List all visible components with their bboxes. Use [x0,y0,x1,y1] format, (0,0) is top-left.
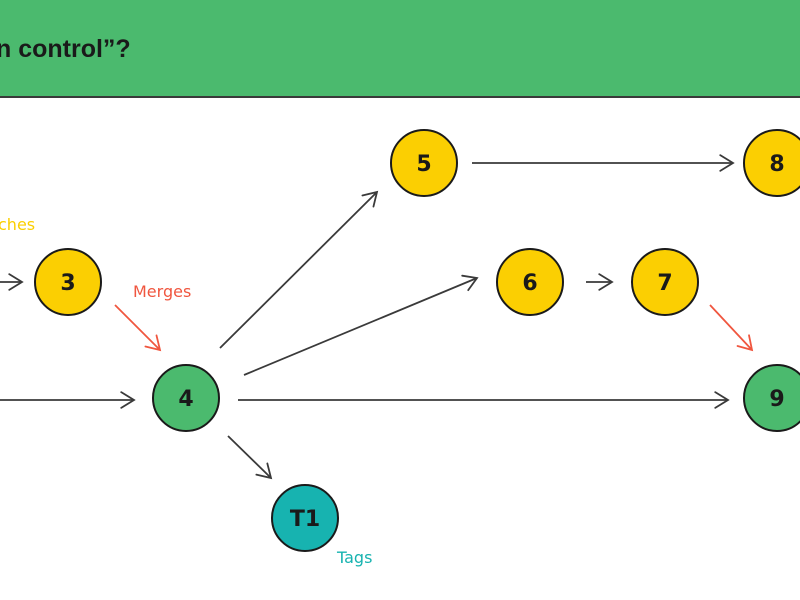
node-circle [496,248,564,316]
node-circle [34,248,102,316]
merge-arrow-3-to-4 [114,304,162,352]
edge-4-to-9 [238,391,730,409]
commit-node-t1: T1 [271,484,339,552]
edges [0,154,754,480]
nodes: 3 4 5 6 7 8 9T1 [34,129,800,552]
node-circle [743,129,800,197]
node-label: 5 [416,152,431,177]
edge-into-3 [0,273,24,291]
edge-4-to-t1 [227,435,273,480]
node-circle [631,248,699,316]
slide-title: n control”? [0,35,131,63]
commit-node-4: 4 [152,364,220,432]
edge-4-to-6 [243,274,479,376]
header-bar: n control”? [0,0,800,98]
edge-6-to-7 [586,273,614,291]
commit-node-7: 7 [631,248,699,316]
annotation-branches: ches [0,215,35,234]
node-label: 6 [522,271,537,296]
commit-node-9: 9 [743,364,800,432]
commit-node-6: 6 [496,248,564,316]
node-label: T1 [290,507,320,532]
edge-into-4 [0,391,136,409]
node-label: 3 [60,271,75,296]
commit-node-3: 3 [34,248,102,316]
commit-node-8: 8 [743,129,800,197]
annotation-tags: Tags [336,548,372,567]
edge-4-to-5 [219,190,379,349]
node-label: 4 [178,387,193,412]
node-label: 7 [657,271,672,296]
node-circle [743,364,800,432]
edge-5-to-8 [472,154,735,172]
commit-node-5: 5 [390,129,458,197]
annotations: ches Merges Tags [0,215,372,567]
node-label: 9 [769,387,784,412]
node-label: 8 [769,152,784,177]
node-circle [152,364,220,432]
annotation-merges: Merges [133,282,191,301]
node-circle [271,484,339,552]
node-circle [390,129,458,197]
merge-arrow-7-to-9 [709,304,754,352]
